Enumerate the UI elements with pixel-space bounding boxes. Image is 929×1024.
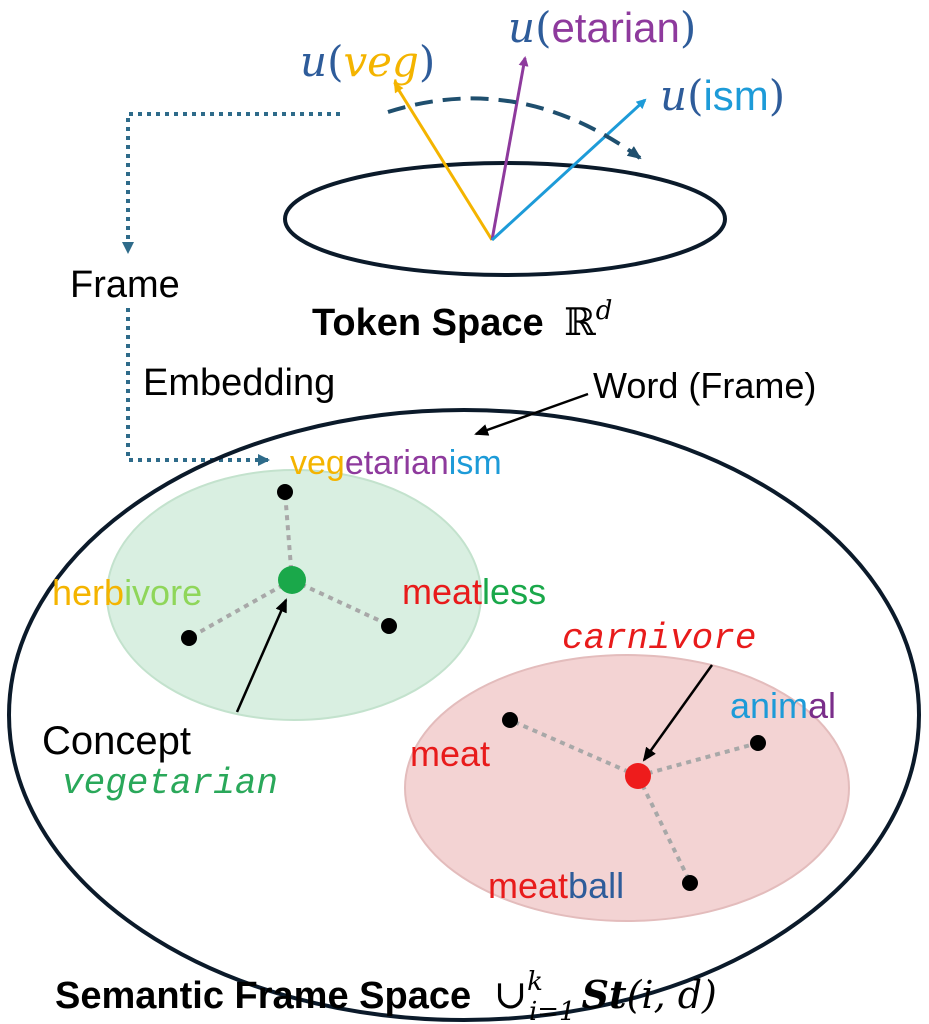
word-frame-callout-arrow xyxy=(474,392,589,436)
vegetarian-cluster xyxy=(106,469,482,721)
carnivore-spokes xyxy=(509,718,759,883)
carnivore-callout-arrow xyxy=(642,664,714,762)
composed-word-vegetarianism: vegetarianism xyxy=(290,444,502,482)
vector-etarian-label: u(etarian) xyxy=(508,3,696,52)
semantic-space-ellipse xyxy=(7,408,921,1022)
token-space-title: Token Space ℝd xyxy=(312,296,612,344)
vegetarian-spokes xyxy=(188,491,390,640)
vegetarian-concept-center xyxy=(278,566,306,594)
word-meatball: meatball xyxy=(488,865,624,906)
word-point-meatless xyxy=(381,618,397,634)
word-point-animal xyxy=(750,735,766,751)
word-herbivore: herbivore xyxy=(52,572,202,613)
vector-etarian-arrow xyxy=(490,56,529,241)
word-meatless: meatless xyxy=(402,571,546,612)
word-point-meat xyxy=(502,712,518,728)
embedding-label: Embedding xyxy=(143,362,335,404)
word-point-meatball xyxy=(682,875,698,891)
vector-veg-label: u(veg) xyxy=(300,37,435,86)
vector-ism-arrow xyxy=(490,98,647,242)
concept-label: Concept xyxy=(42,719,191,763)
concept-name-vegetarian: vegetarian xyxy=(62,763,278,804)
rotation-arc-arrow xyxy=(387,96,642,160)
word-point-herbivore xyxy=(181,630,197,646)
token-space-group: u(veg) u(etarian) u(ism) Token Space ℝd xyxy=(283,3,785,344)
word-frame-callout: Word (Frame) xyxy=(593,365,816,406)
frame-embedding-arrow-group: Frame Embedding xyxy=(70,112,340,466)
vector-ism-label: u(ism) xyxy=(660,71,785,120)
token-space-ellipse xyxy=(283,161,727,277)
frame-label: Frame xyxy=(70,264,180,306)
word-point-vegetarianism xyxy=(277,484,293,500)
carnivore-concept-center xyxy=(625,763,651,789)
frame-embedding-arrow-bottom xyxy=(126,308,270,466)
frame-embedding-arrow-top xyxy=(122,112,340,254)
semantic-space-group: vegetarianism Word (Frame) herbivore mea… xyxy=(7,365,921,1024)
vector-veg-arrow xyxy=(393,82,494,241)
word-animal: animal xyxy=(730,685,836,726)
concept-callout-arrow xyxy=(235,598,288,713)
word-meat: meat xyxy=(410,733,490,774)
concept-name-carnivore: carnivore xyxy=(562,618,756,659)
